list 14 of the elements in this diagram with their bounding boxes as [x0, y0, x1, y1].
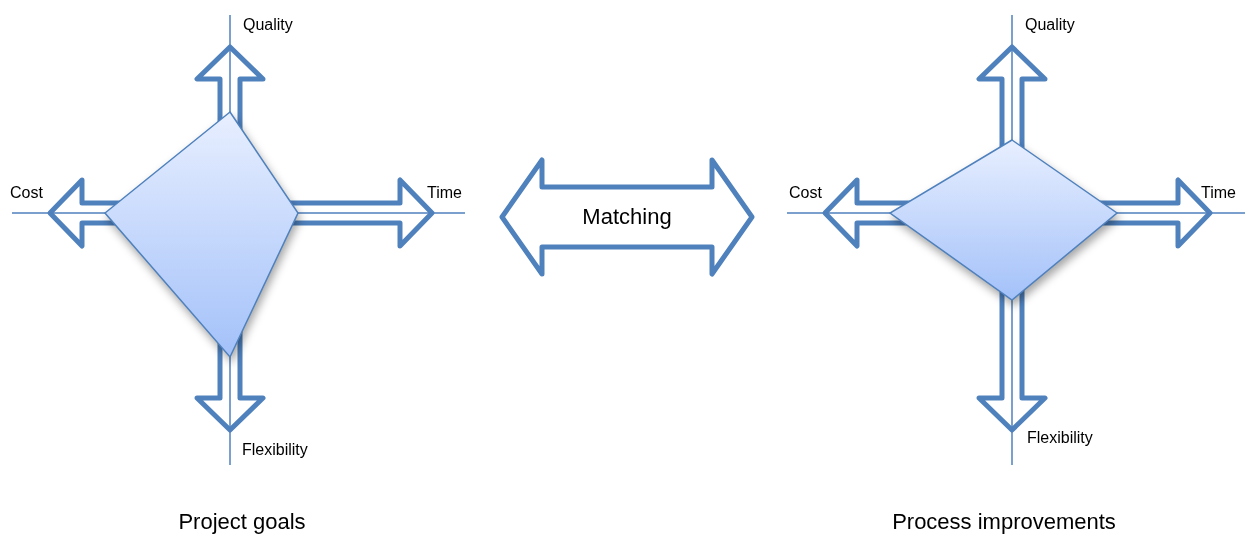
- axis-label: Quality: [1025, 16, 1075, 34]
- double-arrow-shape: [500, 158, 754, 276]
- axis-label: Time: [427, 184, 462, 202]
- axis-label: Flexibility: [242, 441, 308, 459]
- axis-label: Flexibility: [1027, 429, 1093, 447]
- diamond-shape: [105, 112, 298, 357]
- diamond-shape: [890, 140, 1117, 300]
- panel-label: Project goals: [178, 509, 306, 535]
- axis-label: Cost: [10, 184, 43, 202]
- axis-label: Cost: [789, 184, 822, 202]
- arrow-label: Matching: [582, 204, 672, 230]
- axis-label: Quality: [243, 16, 293, 34]
- panel-label: Process improvements: [892, 509, 1116, 535]
- axis-label: Time: [1201, 184, 1236, 202]
